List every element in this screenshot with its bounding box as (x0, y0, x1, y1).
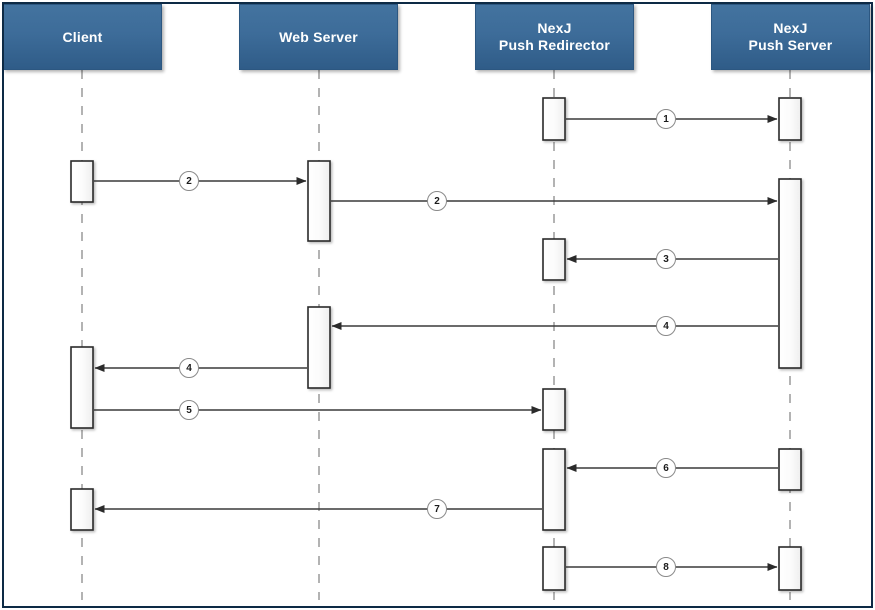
badge-number: 2 (434, 196, 440, 207)
message-2-client-to-webserver[interactable]: 2 (94, 171, 307, 191)
participant-box-client[interactable]: Client (3, 4, 162, 70)
message-4-webserver-to-client[interactable]: 4 (94, 358, 307, 378)
badge-number: 8 (663, 562, 669, 573)
participant-box-redirector[interactable]: NexJ Push Redirector (475, 4, 634, 70)
message-sequence-badge: 5 (179, 400, 199, 420)
activation-bar-pushserver-13[interactable] (778, 546, 802, 591)
participant-label-client: Client (62, 28, 103, 45)
badge-number: 7 (434, 504, 440, 515)
badge-number: 4 (663, 321, 669, 332)
message-sequence-badge: 7 (427, 499, 447, 519)
badge-circle (427, 499, 447, 519)
message-sequence-badge: 1 (656, 109, 676, 129)
lifelines-group (81, 70, 791, 600)
badge-circle (656, 557, 676, 577)
message-sequence-badge: 3 (656, 249, 676, 269)
badge-number: 3 (663, 254, 669, 265)
message-sequence-badge: 2 (179, 171, 199, 191)
activation-bar-pushserver-4[interactable] (778, 178, 802, 369)
badge-circle (427, 191, 447, 211)
badge-circle (656, 458, 676, 478)
message-6-pushserver-to-redirector[interactable]: 6 (566, 458, 778, 478)
activation-bar-pushserver-9[interactable] (778, 448, 802, 491)
message-sequence-badge: 2 (427, 191, 447, 211)
message-sequence-badge: 4 (179, 358, 199, 378)
badge-number: 4 (186, 363, 192, 374)
badge-circle (179, 400, 199, 420)
activation-bar-webserver-3[interactable] (307, 160, 331, 242)
activation-bar-client-11[interactable] (70, 488, 94, 531)
badge-number: 2 (186, 176, 192, 187)
activation-bar-redirector-10[interactable] (542, 448, 566, 531)
activation-bar-redirector-8[interactable] (542, 388, 566, 431)
activation-bar-pushserver-1[interactable] (778, 97, 802, 141)
badge-circle (656, 109, 676, 129)
activation-bar-redirector-12[interactable] (542, 546, 566, 591)
message-2-webserver-to-pushserver[interactable]: 2 (331, 191, 778, 211)
activation-bar-redirector-0[interactable] (542, 97, 566, 141)
message-8-redirector-to-pushserver[interactable]: 8 (566, 557, 778, 577)
activation-bar-webserver-6[interactable] (307, 306, 331, 389)
participant-box-pushserver[interactable]: NexJ Push Server (711, 4, 870, 70)
message-5-client-to-redirector[interactable]: 5 (94, 400, 542, 420)
badge-number: 1 (663, 114, 669, 125)
activations-group (70, 97, 802, 591)
message-1-redirector-to-pushserver[interactable]: 1 (566, 109, 778, 129)
messages-group: 1 2 2 3 4 4 5 6 7 8 (94, 109, 778, 577)
message-sequence-badge: 8 (656, 557, 676, 577)
participant-label-webserver: Web Server (279, 28, 358, 45)
participant-box-webserver[interactable]: Web Server (239, 4, 398, 70)
badge-circle (179, 358, 199, 378)
badge-circle (179, 171, 199, 191)
message-sequence-badge: 6 (656, 458, 676, 478)
activation-bar-client-2[interactable] (70, 160, 94, 203)
participant-label-redirector: NexJ Push Redirector (498, 20, 611, 53)
message-4-pushserver-to-webserver[interactable]: 4 (331, 316, 778, 336)
message-sequence-badge: 4 (656, 316, 676, 336)
message-3-pushserver-to-redirector[interactable]: 3 (566, 249, 778, 269)
message-7-redirector-to-client[interactable]: 7 (94, 499, 542, 519)
badge-number: 6 (663, 463, 669, 474)
activation-bar-redirector-5[interactable] (542, 238, 566, 281)
badge-circle (656, 316, 676, 336)
badge-number: 5 (186, 405, 192, 416)
activation-bar-client-7[interactable] (70, 346, 94, 429)
badge-circle (656, 249, 676, 269)
participant-label-pushserver: NexJ Push Server (748, 20, 833, 53)
